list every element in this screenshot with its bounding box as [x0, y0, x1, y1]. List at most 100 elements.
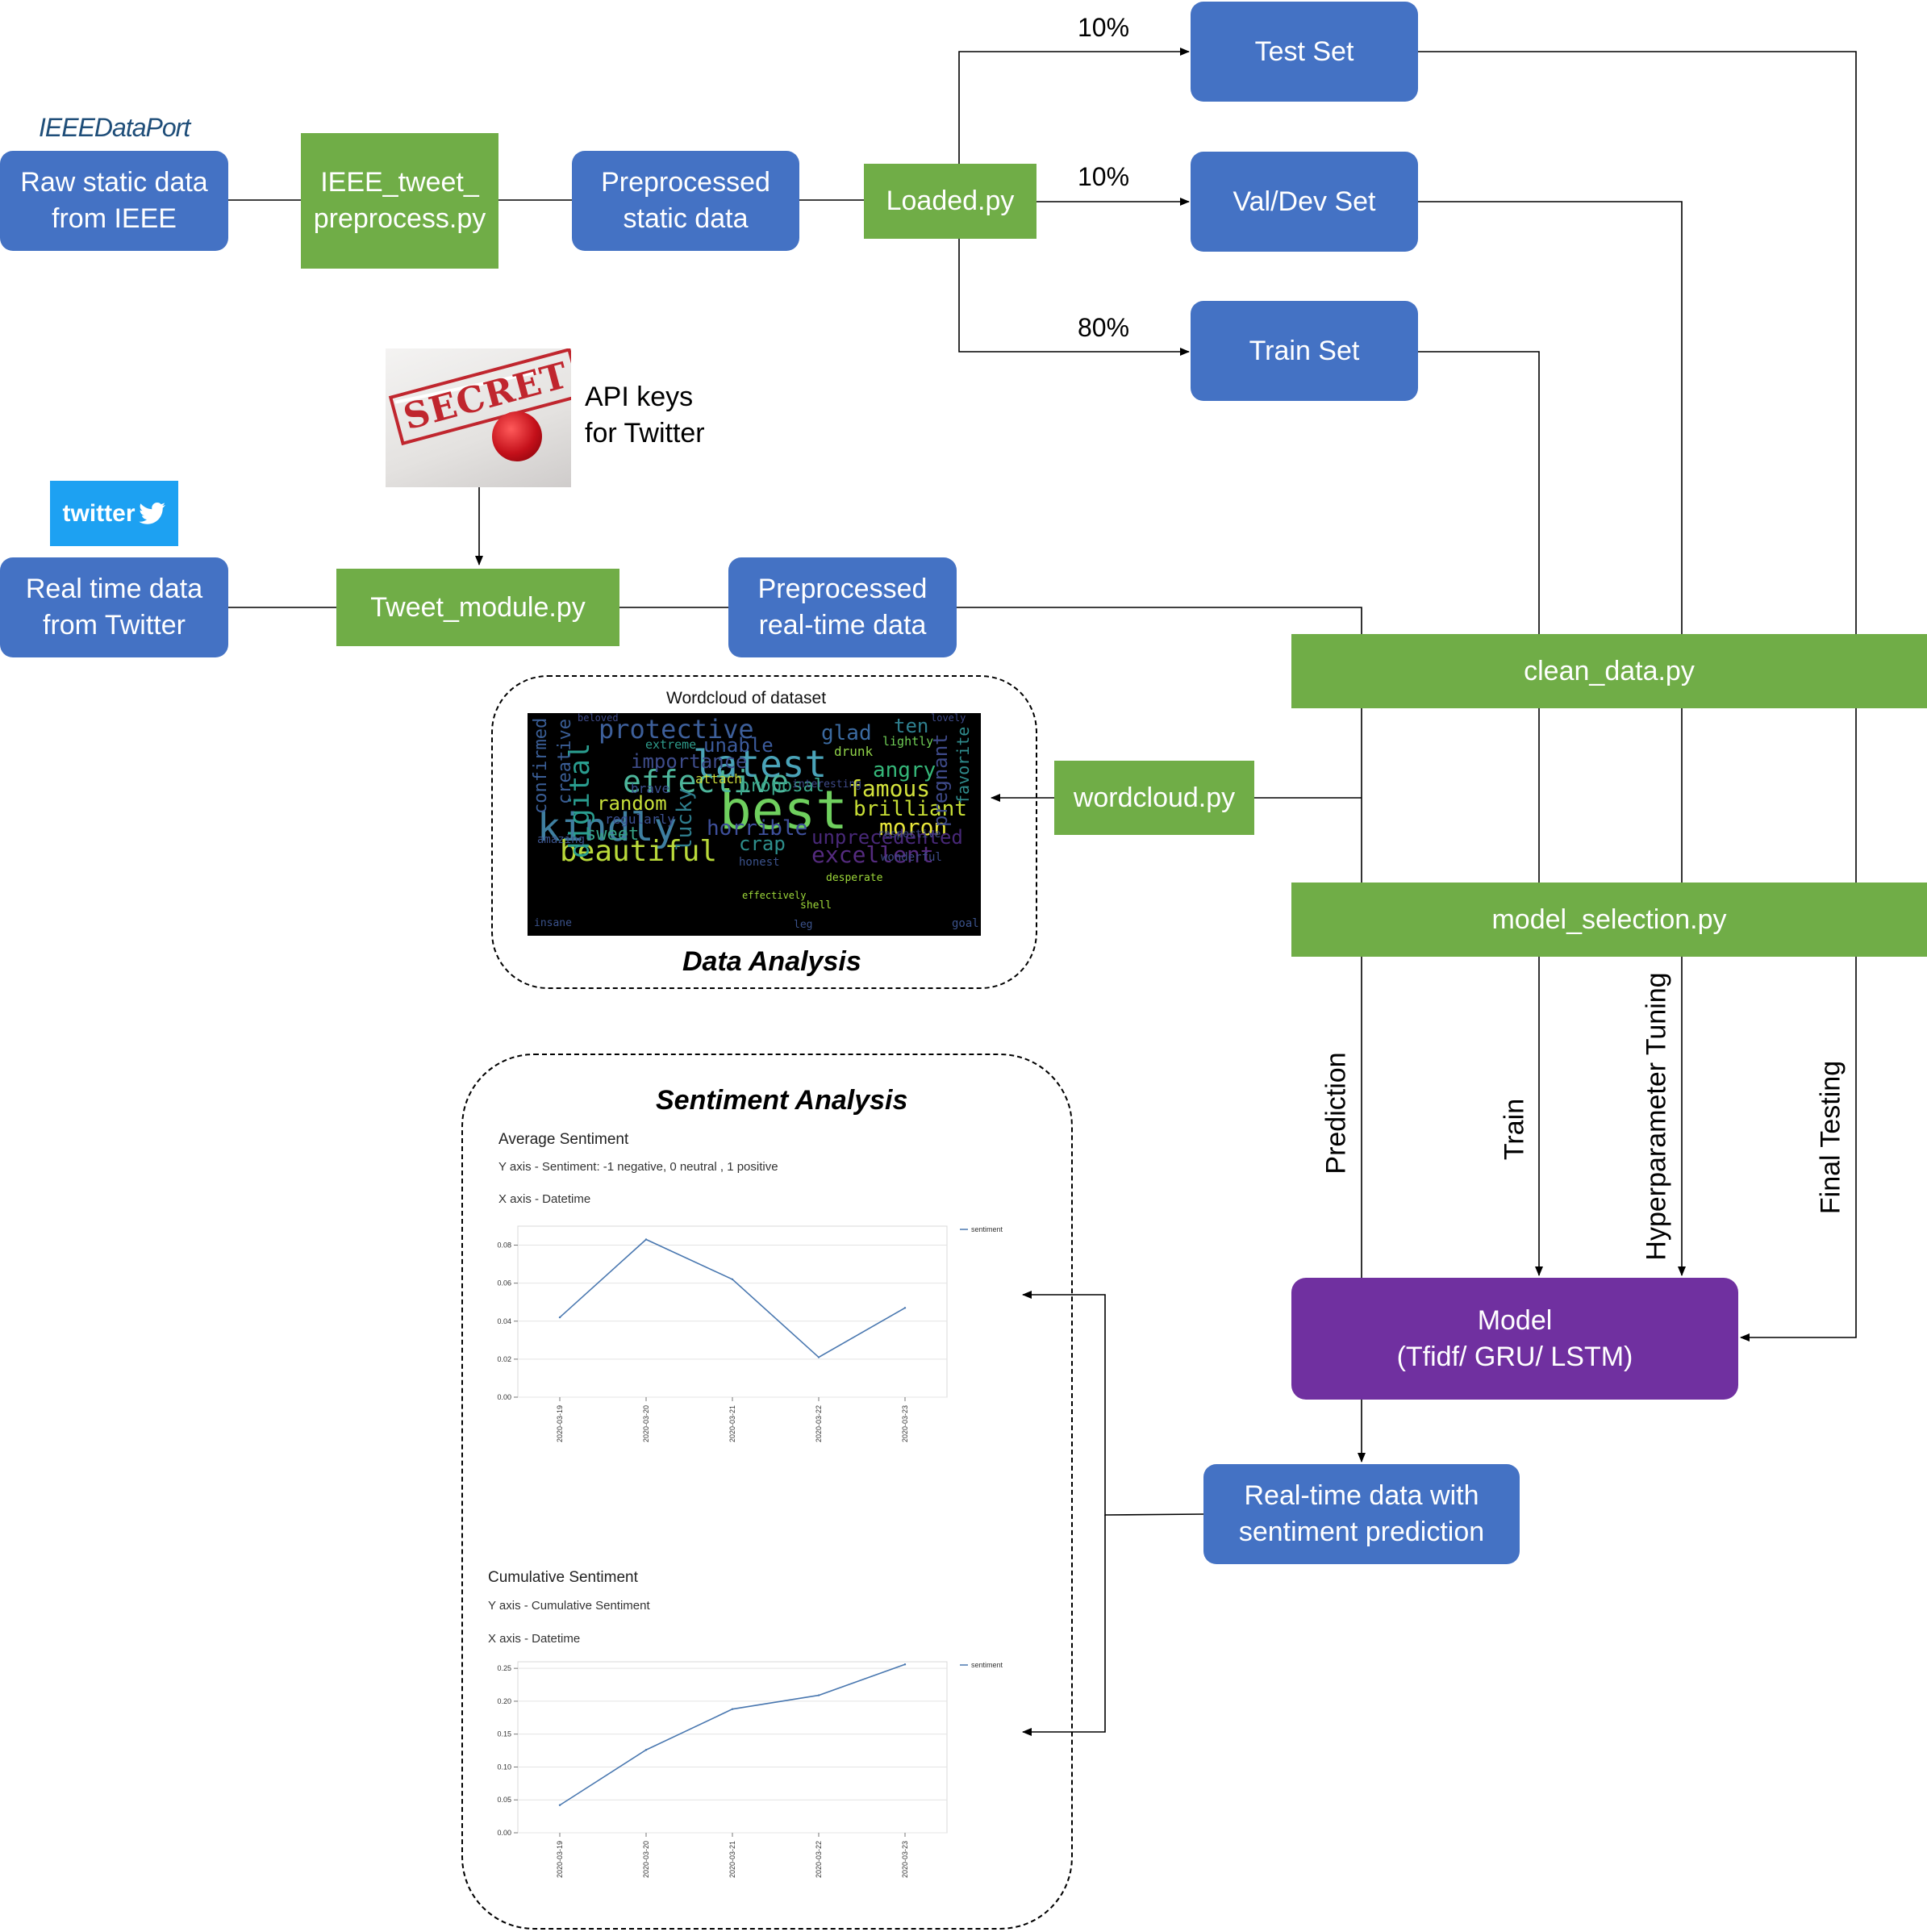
- data-point: [558, 1316, 561, 1319]
- x-tick-label: 2020-03-19: [556, 1841, 564, 1878]
- wordcloud-word: wonderful: [881, 851, 942, 864]
- wordcloud-word: regularly: [605, 812, 675, 827]
- wordcloud-word: glad: [821, 721, 872, 745]
- wordcloud-word: best: [719, 779, 848, 841]
- test-set-node[interactable]: Test Set: [1191, 2, 1418, 102]
- wordcloud-py-node[interactable]: wordcloud.py: [1054, 761, 1254, 835]
- x-tick-label: 2020-03-22: [815, 1405, 823, 1442]
- wordcloud-word: interesting: [792, 778, 862, 791]
- y-tick-label: 0.02: [497, 1355, 511, 1363]
- clean-data-node[interactable]: clean_data.py: [1291, 634, 1927, 708]
- data-point: [644, 1749, 648, 1751]
- ieee-dataport-logo: IEEEDataPort: [39, 113, 190, 142]
- ieee-preprocess-node[interactable]: IEEE_tweet_ preprocess.py: [301, 133, 498, 269]
- wordcloud-word: honest: [739, 856, 780, 869]
- sentiment-analysis-panel: [461, 1054, 1073, 1930]
- wordcloud-word: lovely: [931, 713, 966, 724]
- wordcloud-word: moron: [879, 814, 948, 841]
- wordcloud-word: confirmed: [531, 717, 551, 814]
- x-tick-label: 2020-03-21: [728, 1841, 736, 1878]
- wordcloud-word: goal: [952, 917, 979, 930]
- hyperparameter-edge-label: Hyperparameter Tuning: [1641, 972, 1672, 1261]
- cum-chart-title: Cumulative Sentiment: [488, 1569, 638, 1586]
- avg-chart-y-note: Y axis - Sentiment: -1 negative, 0 neutr…: [498, 1160, 778, 1174]
- wordcloud-word: proposal: [739, 776, 824, 796]
- data-point: [558, 1804, 561, 1806]
- val-dev-set-node[interactable]: Val/Dev Set: [1191, 152, 1418, 252]
- wordcloud-word: horrible: [707, 816, 808, 841]
- train-set-node[interactable]: Train Set: [1191, 301, 1418, 401]
- train-split-label: 80%: [1078, 313, 1130, 342]
- wordcloud-word: effective: [623, 764, 789, 799]
- wax-seal-icon: [492, 411, 542, 461]
- x-tick-label: 2020-03-20: [642, 1405, 650, 1442]
- wordcloud-word: creative: [555, 719, 575, 805]
- avg-chart-x-note: X axis - Datetime: [498, 1192, 591, 1206]
- wordcloud-word: unprecedented: [811, 826, 963, 849]
- edge-train-to-pipeline: [1418, 351, 1540, 634]
- cum-chart-x-note: X axis - Datetime: [488, 1632, 581, 1646]
- real-time-twitter-node[interactable]: Real time data from Twitter: [0, 557, 228, 657]
- wordcloud-word: ten: [894, 715, 929, 737]
- edge-loaded-to-train: [958, 239, 1190, 356]
- data-point: [817, 1356, 820, 1358]
- final-testing-edge-label: Final Testing: [1815, 1060, 1846, 1215]
- wordcloud-word: amazing: [537, 833, 586, 846]
- edge-preprocessed-to-pipeline: [957, 607, 1362, 634]
- data-point: [903, 1307, 907, 1309]
- y-tick-label: 0.25: [497, 1664, 511, 1672]
- legend-label: sentiment: [971, 1661, 1003, 1669]
- y-tick-label: 0.00: [497, 1393, 511, 1401]
- wordcloud-word: favorite: [953, 726, 973, 805]
- prediction-edge-label: Prediction: [1320, 1052, 1352, 1175]
- model-node[interactable]: Model (Tfidf/ GRU/ LSTM): [1291, 1278, 1738, 1400]
- wordcloud-word: lightly: [882, 734, 934, 749]
- wordcloud-title: Wordcloud of dataset: [666, 689, 827, 707]
- loaded-py-node[interactable]: Loaded.py: [864, 164, 1036, 239]
- y-tick-label: 0.04: [497, 1317, 511, 1325]
- val-split-label: 10%: [1078, 162, 1130, 191]
- wordcloud-word: beloved: [578, 713, 619, 724]
- wordcloud-word: random: [597, 792, 667, 815]
- x-tick-label: 2020-03-23: [901, 1841, 909, 1878]
- wordcloud-word: attach: [695, 771, 742, 787]
- data-analysis-caption: Data Analysis: [682, 946, 861, 977]
- wordcloud-word: beautiful: [560, 835, 718, 868]
- raw-static-data-node[interactable]: Raw static data from IEEE: [0, 151, 228, 251]
- wordcloud-word: famous: [849, 775, 931, 802]
- plot-area: [517, 1661, 948, 1834]
- data-analysis-panel: [491, 675, 1037, 989]
- prediction-output-node[interactable]: Real-time data with sentiment prediction: [1203, 1464, 1520, 1564]
- bird-icon: [138, 502, 165, 524]
- api-keys-label: API keys for Twitter: [585, 382, 705, 449]
- data-point: [644, 1238, 648, 1241]
- legend-label: sentiment: [971, 1225, 1003, 1233]
- wordcloud-word: desperate: [826, 872, 883, 884]
- preprocessed-realtime-node[interactable]: Preprocessed real-time data: [728, 557, 957, 657]
- tweet-module-node[interactable]: Tweet_module.py: [336, 569, 619, 646]
- x-tick-label: 2020-03-19: [556, 1405, 564, 1442]
- edge-output-to-cumulative: [1022, 1515, 1106, 1736]
- x-tick-label: 2020-03-20: [642, 1841, 650, 1878]
- x-tick-label: 2020-03-21: [728, 1405, 736, 1442]
- edge-val-to-pipeline: [1418, 201, 1683, 634]
- twitter-logo: twitter: [50, 481, 178, 546]
- x-tick-label: 2020-03-23: [901, 1405, 909, 1442]
- train-edge-label: Train: [1499, 1098, 1530, 1161]
- edge-loaded-to-test: [958, 48, 1190, 164]
- twitter-wordmark: twitter: [62, 499, 136, 527]
- cum-chart-y-note: Y axis - Cumulative Sentiment: [488, 1599, 650, 1613]
- wordcloud-word: drunk: [834, 744, 874, 759]
- preprocessed-static-node[interactable]: Preprocessed static data: [572, 151, 799, 251]
- y-tick-label: 0.15: [497, 1730, 511, 1738]
- wordcloud-word: pregnant: [929, 733, 952, 828]
- y-tick-label: 0.00: [497, 1829, 511, 1837]
- y-tick-label: 0.10: [497, 1763, 511, 1771]
- edge-output-to-charts: [1022, 1291, 1204, 1516]
- model-selection-node[interactable]: model_selection.py: [1291, 883, 1927, 957]
